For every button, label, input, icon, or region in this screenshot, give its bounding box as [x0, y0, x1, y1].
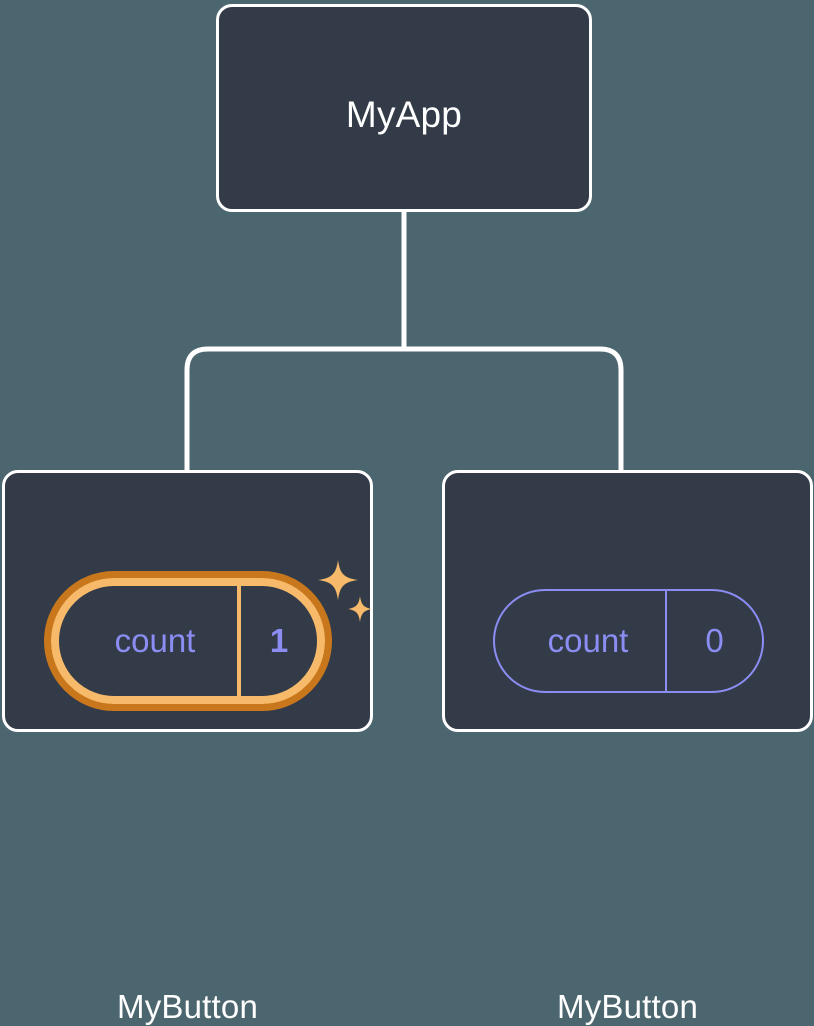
node-mybutton-right-title: MyButton: [557, 988, 698, 1025]
state-pill-key: count: [547, 622, 629, 659]
node-myapp[interactable]: MyApp: [216, 4, 592, 212]
node-mybutton-left-title: MyButton: [117, 988, 258, 1025]
state-pill-inner: count 1: [51, 578, 325, 704]
connector-bracket: [184, 346, 624, 470]
state-pill-divider: [237, 586, 241, 696]
state-pill-value: 0: [705, 622, 724, 659]
node-myapp-title: MyApp: [345, 94, 463, 135]
state-pill-count-plain[interactable]: count 0: [493, 589, 764, 693]
state-pill-count-highlighted[interactable]: count 1: [44, 571, 332, 711]
state-pill-key: count: [114, 622, 196, 659]
state-pill-value: 1: [269, 622, 289, 659]
component-tree-diagram: MyApp MyButton count 1 MyButton count 0: [2, 4, 813, 1025]
state-pill-divider: [665, 591, 667, 691]
